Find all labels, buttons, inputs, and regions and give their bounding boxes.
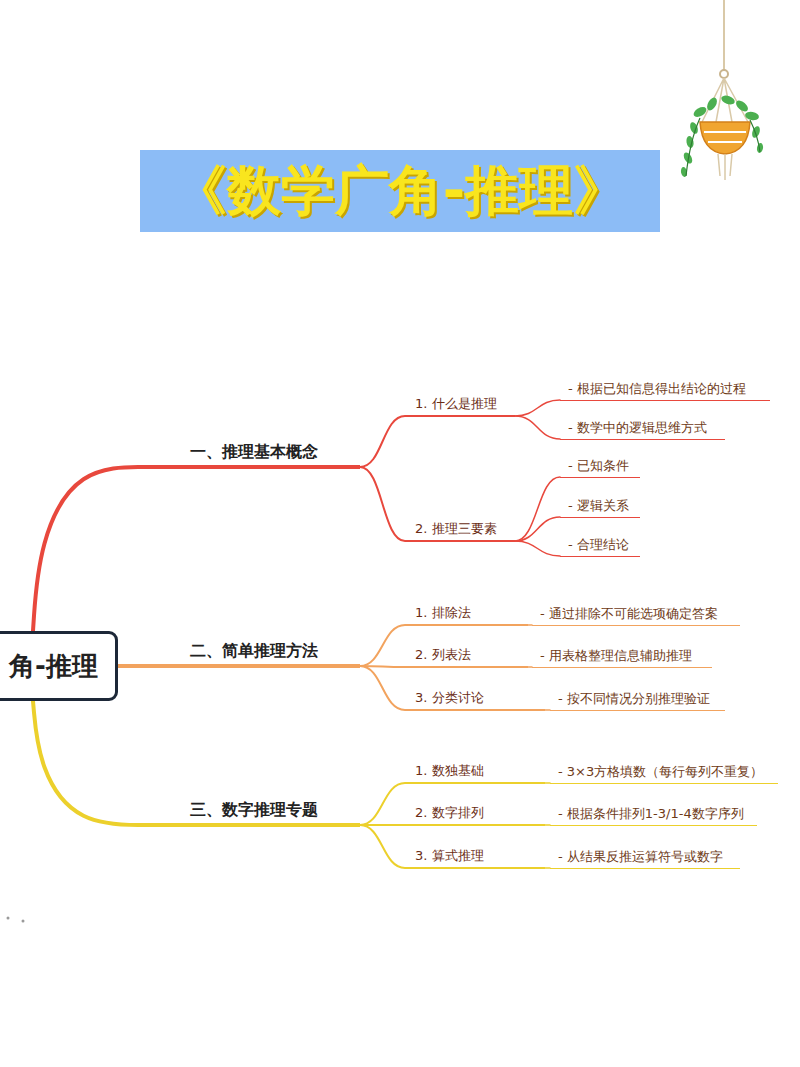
central-topic: 角-推理 bbox=[0, 631, 118, 702]
title-banner: 《数学广角-推理》 bbox=[140, 150, 660, 232]
node-label: 2. 列表法 bbox=[415, 647, 522, 663]
node-label: - 通过排除不可能选项确定答案 bbox=[540, 606, 736, 622]
branch-connector bbox=[360, 625, 405, 666]
subtopic: 3. 算式推理 bbox=[405, 848, 545, 869]
branch-topic: 一、推理基本概念 bbox=[150, 442, 360, 469]
node-label: 2. 推理三要素 bbox=[415, 521, 509, 537]
node-label: - 根据已知信息得出结论的过程 bbox=[568, 381, 766, 397]
subtopic: 2. 数字排列 bbox=[405, 805, 545, 826]
branch-connector bbox=[360, 416, 405, 467]
branch-topic: 二、简单推理方法 bbox=[150, 641, 360, 668]
node-label: - 数学中的逻辑思维方式 bbox=[568, 420, 721, 436]
speck bbox=[7, 917, 10, 920]
node-label: 一、推理基本概念 bbox=[190, 442, 352, 462]
branch-topic: 三、数字推理专题 bbox=[150, 800, 360, 827]
branch-connector bbox=[360, 666, 405, 710]
detail-item: - 根据已知信息得出结论的过程 bbox=[560, 381, 770, 401]
detail-item: - 根据条件排列1-3/1-4数字序列 bbox=[550, 806, 757, 826]
detail-item: - 3×3方格填数（每行每列不重复） bbox=[550, 764, 778, 784]
branch-connector bbox=[360, 825, 405, 868]
node-label: 3. 分类讨论 bbox=[415, 690, 539, 706]
node-label: 角-推理 bbox=[9, 650, 103, 683]
hanger-string bbox=[723, 0, 725, 70]
macrame-strings bbox=[702, 78, 748, 122]
node-label: 2. 数字排列 bbox=[415, 805, 539, 821]
branch-connector bbox=[515, 416, 560, 439]
node-label: - 3×3方格填数（每行每列不重复） bbox=[558, 764, 774, 780]
node-label: 1. 排除法 bbox=[415, 605, 522, 621]
subtopic: 2. 列表法 bbox=[405, 647, 528, 668]
node-label: - 逻辑关系 bbox=[568, 498, 636, 514]
node-label: - 已知条件 bbox=[568, 458, 636, 474]
plant-vines bbox=[686, 118, 760, 176]
branch-connector bbox=[33, 467, 150, 631]
node-label: - 合理结论 bbox=[568, 537, 636, 553]
detail-item: - 数学中的逻辑思维方式 bbox=[560, 420, 725, 440]
node-label: - 根据条件排列1-3/1-4数字序列 bbox=[558, 806, 753, 822]
node-label: 二、简单推理方法 bbox=[190, 641, 352, 661]
plant-leaves bbox=[680, 94, 764, 178]
detail-item: - 逻辑关系 bbox=[560, 498, 640, 518]
detail-item: - 合理结论 bbox=[560, 537, 640, 557]
subtopic: 1. 什么是推理 bbox=[405, 396, 515, 417]
node-label: - 用表格整理信息辅助推理 bbox=[540, 648, 708, 664]
branch-connector bbox=[360, 467, 405, 541]
node-label: - 从结果反推运算符号或数字 bbox=[558, 849, 736, 865]
detail-item: - 从结果反推运算符号或数字 bbox=[550, 849, 740, 869]
speck bbox=[22, 920, 25, 923]
branch-connector bbox=[515, 517, 560, 541]
subtopic: 2. 推理三要素 bbox=[405, 521, 515, 542]
node-label: 三、数字推理专题 bbox=[190, 800, 352, 820]
branch-connector bbox=[515, 400, 560, 416]
title-text: 《数学广角-推理》 bbox=[173, 155, 627, 228]
detail-item: - 用表格整理信息辅助推理 bbox=[532, 648, 712, 668]
branch-connector bbox=[515, 541, 560, 556]
node-label: 1. 数独基础 bbox=[415, 763, 539, 779]
subtopic: 3. 分类讨论 bbox=[405, 690, 545, 711]
hanging-plant bbox=[680, 0, 764, 180]
branch-connector bbox=[360, 783, 405, 825]
branch-connector bbox=[33, 701, 150, 825]
subtopic: 1. 排除法 bbox=[405, 605, 528, 626]
detail-item: - 已知条件 bbox=[560, 458, 640, 478]
node-label: - 按不同情况分别推理验证 bbox=[558, 691, 721, 707]
node-label: 1. 什么是推理 bbox=[415, 396, 509, 412]
plant-pot bbox=[700, 122, 750, 154]
branch-connector bbox=[118, 664, 150, 668]
hanger-ring bbox=[720, 70, 728, 78]
node-label: 3. 算式推理 bbox=[415, 848, 539, 864]
detail-item: - 通过排除不可能选项确定答案 bbox=[532, 606, 740, 626]
branch-connector bbox=[515, 477, 560, 541]
pot-stripes bbox=[704, 132, 746, 142]
tassel bbox=[718, 154, 732, 180]
subtopic: 1. 数独基础 bbox=[405, 763, 545, 784]
detail-item: - 按不同情况分别推理验证 bbox=[550, 691, 725, 711]
